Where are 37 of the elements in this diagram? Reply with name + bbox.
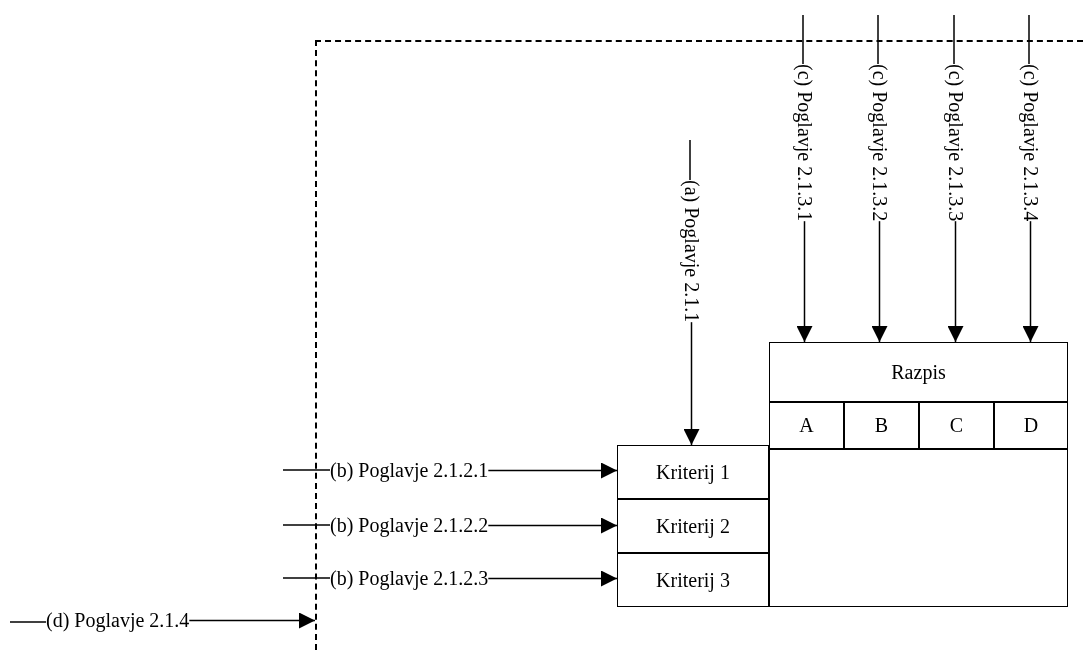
arrow: [487, 462, 618, 479]
chapter-label: (c) Poglavje 2.1.3.1: [793, 64, 816, 222]
arrow: [796, 220, 813, 343]
arrow: [871, 220, 888, 343]
arrow: [1022, 220, 1039, 343]
chapter-label: (c) Poglavje 2.1.3.3: [944, 64, 967, 222]
chapter-label: (d) Poglavje 2.1.4: [46, 609, 190, 632]
chapter-label: (b) Poglavje 2.1.2.3: [330, 567, 489, 590]
table-cell: Kriterij 3: [617, 553, 769, 607]
empty-box: [769, 449, 1068, 607]
table-cell: D: [994, 402, 1068, 449]
arrow: [188, 612, 316, 629]
chapter-label: (b) Poglavje 2.1.2.2: [330, 514, 489, 537]
chapter-label: (c) Poglavje 2.1.3.4: [1019, 64, 1042, 222]
lead-line: [282, 577, 331, 579]
lead-line: [9, 621, 47, 623]
chapter-label: (c) Poglavje 2.1.3.2: [868, 64, 891, 222]
lead-line: [877, 14, 879, 65]
chapter-label: (a) Poglavje 2.1.1: [680, 180, 703, 323]
lead-line: [689, 139, 691, 181]
arrow: [487, 570, 618, 587]
table-cell: B: [844, 402, 919, 449]
arrow: [683, 321, 700, 446]
chapter-label: (b) Poglavje 2.1.2.1: [330, 459, 489, 482]
arrow: [487, 517, 618, 534]
table-cell: Kriterij 1: [617, 445, 769, 499]
lead-line: [1028, 14, 1030, 65]
table-cell: Kriterij 2: [617, 499, 769, 553]
lead-line: [953, 14, 955, 65]
table-cell: A: [769, 402, 844, 449]
table-cell: C: [919, 402, 994, 449]
table-header-cell: Razpis: [769, 342, 1068, 402]
lead-line: [282, 469, 331, 471]
arrow: [947, 220, 964, 343]
dashed-region: [315, 40, 1083, 650]
lead-line: [802, 14, 804, 65]
lead-line: [282, 524, 331, 526]
